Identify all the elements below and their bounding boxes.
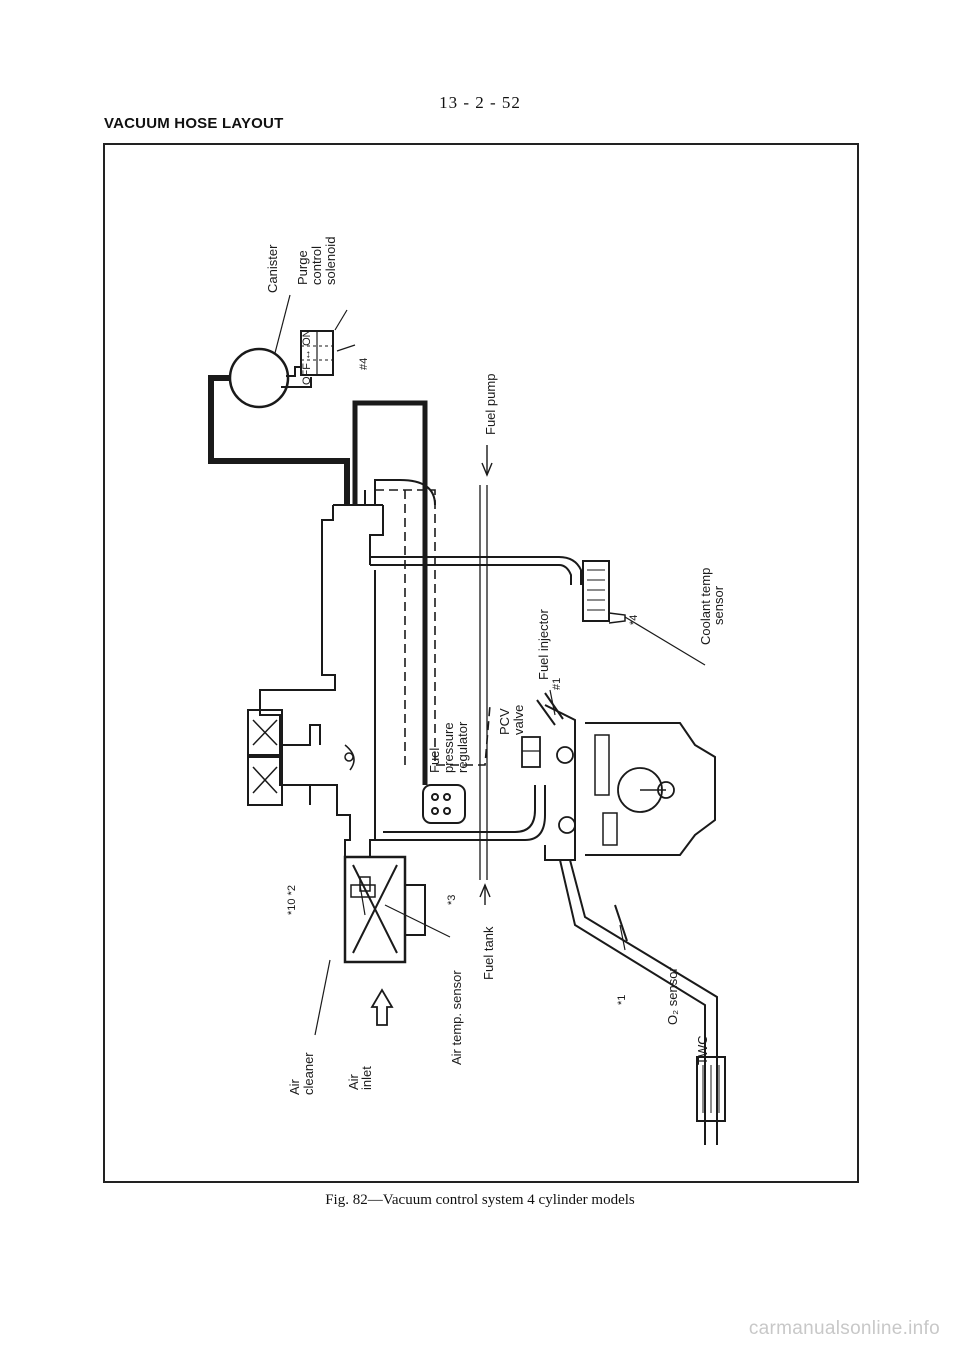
engine-cylinder	[585, 722, 716, 856]
coolant-temp-sensor	[582, 560, 706, 666]
pcv-valve	[521, 736, 541, 768]
label-purge-3: solenoid	[323, 237, 338, 285]
canister-vacuum-hose	[208, 375, 350, 505]
label-purge-1: Purge	[295, 250, 310, 285]
label-pcv-2: valve	[511, 705, 526, 735]
label-air-inlet-2: inlet	[359, 1066, 374, 1090]
label-fuel-injector: Fuel injector	[536, 609, 551, 680]
label-fuel-pressure-3: regulator	[455, 721, 470, 773]
label-air-cleaner-2: cleaner	[301, 1052, 316, 1095]
label-canister: Canister	[265, 244, 280, 293]
label-ref1-injector: #1	[551, 678, 563, 690]
label-fuel-pump: Fuel pump	[483, 374, 498, 435]
label-coolant-1: Coolant temp	[698, 568, 713, 645]
throttle-body	[247, 709, 355, 806]
label-off-on: OFF ↔ ON	[301, 329, 313, 385]
label-coolant-2: sensor	[711, 585, 726, 625]
twc-converter	[696, 1056, 726, 1122]
fuel-pressure-regulator	[422, 784, 466, 824]
page-number: 13 - 2 - 52	[439, 93, 521, 112]
exhaust-pipe	[559, 859, 718, 1145]
label-ref4-coolant: *4	[628, 615, 640, 625]
label-o2-sensor: O₂ sensor	[665, 967, 680, 1025]
section-heading: VACUUM HOSE LAYOUT	[104, 115, 284, 132]
fuel-injector	[536, 689, 564, 726]
label-air-inlet-1: Air	[346, 1073, 361, 1090]
label-pcv-1: PCV	[497, 708, 512, 735]
intake-plenum	[259, 479, 582, 858]
vacuum-hose-diagram: Canister OFF ↔ ON Purge control solenoid…	[208, 237, 726, 1145]
air-temp-sensor	[359, 876, 451, 938]
watermark: carmanualsonline.info	[748, 1318, 940, 1339]
purge-control-solenoid	[300, 309, 356, 376]
label-air-temp-sensor: Air temp. sensor	[449, 970, 464, 1065]
regulator-vacuum-hose	[352, 400, 428, 785]
label-fuel-pressure-2: pressure	[441, 722, 456, 773]
figure-caption: Fig. 82—Vacuum control system 4 cylinder…	[325, 1192, 635, 1208]
label-ref10-2: *10 *2	[286, 885, 298, 915]
air-inlet-arrow	[370, 988, 394, 1026]
label-ref4-top: #4	[358, 358, 370, 370]
label-fuel-tank: Fuel tank	[481, 926, 496, 980]
canister	[228, 294, 291, 409]
label-air-cleaner-1: Air	[287, 1078, 302, 1095]
label-fuel-pressure-1: Fuel	[427, 748, 442, 773]
label-ref3: *3	[446, 895, 458, 905]
label-purge-2: control	[309, 246, 324, 285]
label-twc: TWC	[695, 1035, 710, 1065]
label-ref1-o2: *1	[616, 995, 628, 1005]
diagram-frame: Canister OFF ↔ ON Purge control solenoid…	[103, 143, 859, 1183]
